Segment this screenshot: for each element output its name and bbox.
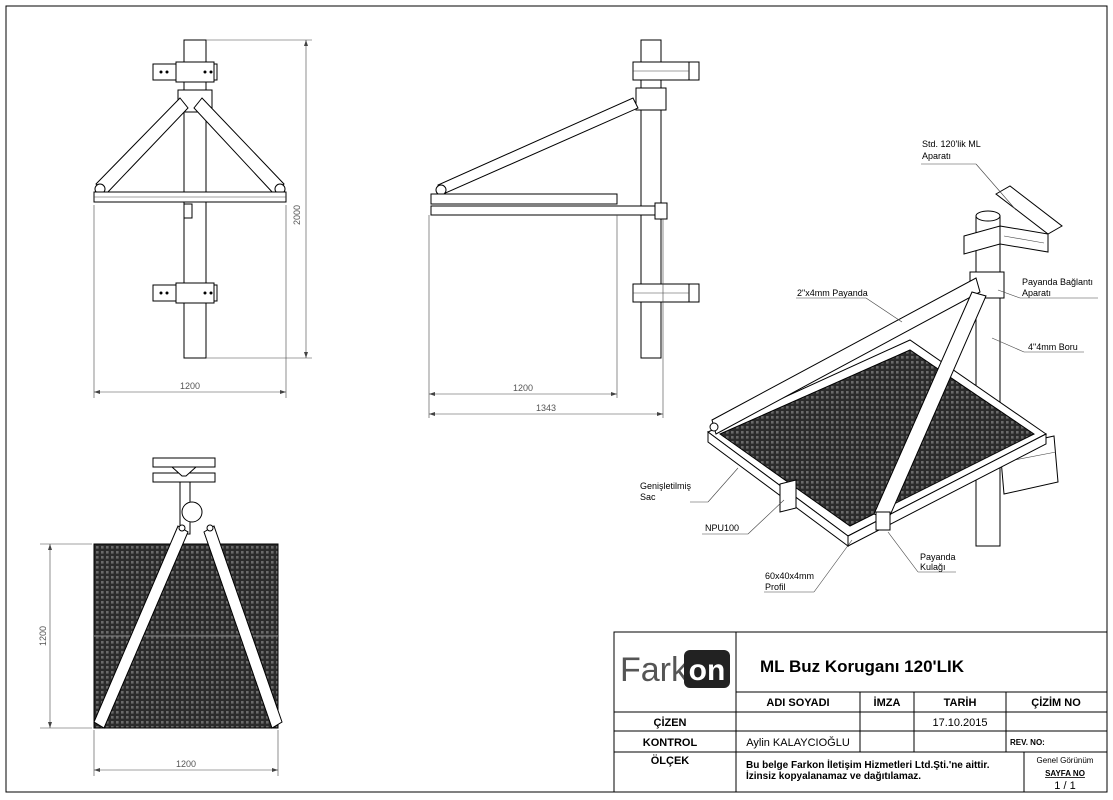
callout-pipe: 4"4mm Boru <box>1028 342 1078 352</box>
drawn-date: 17.10.2015 <box>932 717 987 729</box>
title-block: Fark on ML Buz Koruganı 120'LIK ADI SOYA… <box>613 631 1108 793</box>
side-view: 1200 1343 <box>428 39 700 418</box>
brand-logo-badge-text: on <box>689 654 726 687</box>
iso-pipe <box>975 215 1001 547</box>
callout-sheet-line2: Sac <box>640 492 656 502</box>
row-control-label: KONTROL <box>643 737 698 749</box>
drawing-title: ML Buz Koruganı 120'LIK <box>760 657 965 676</box>
sheet-border <box>5 5 1108 793</box>
top-view: 1200 1200 <box>38 457 283 776</box>
isometric-view: Std. 120'lik ML Aparatı Payanda Bağlantı… <box>640 139 1098 593</box>
side-mast <box>640 39 662 359</box>
col-drawing-no-header: ÇİZİM NO <box>1031 696 1081 709</box>
side-brace-clamp <box>635 87 667 111</box>
rev-label: REV. NO: <box>1010 738 1045 747</box>
side-platform <box>430 193 618 205</box>
callout-profile-line2: Profil <box>765 582 786 592</box>
iso-grating <box>718 349 1035 527</box>
page-label: SAYFA NO <box>1045 769 1085 778</box>
callout-profile-line1: 60x40x4mm <box>765 571 814 581</box>
front-right-brace <box>193 97 285 195</box>
front-height-dim: 2000 <box>292 205 302 225</box>
callout-brace: 2"x4mm Payanda <box>797 288 868 298</box>
front-width-dim: 1200 <box>180 381 200 391</box>
row-scale-label: ÖLÇEK <box>651 754 690 767</box>
col-name-header: ADI SOYADI <box>766 697 829 709</box>
callout-brace-clamp-line2: Aparatı <box>1022 288 1051 298</box>
view-name: Genel Görünüm <box>1037 756 1094 765</box>
page-value: 1 / 1 <box>1054 780 1075 792</box>
top-width-dim: 1200 <box>176 759 196 769</box>
callout-ml-bracket-line1: Std. 120'lik ML <box>922 139 981 149</box>
notice-line-1: Bu belge Farkon İletişim Hizmetleri Ltd.… <box>746 758 990 771</box>
control-name: Aylin KALAYCIOĞLU <box>746 736 850 749</box>
notice-line-2: İzinsiz kopyalanamaz ve dağıtılamaz. <box>746 769 921 782</box>
callout-brace-clamp-line1: Payanda Bağlantı <box>1022 277 1093 287</box>
col-date-header: TARİH <box>944 696 977 709</box>
callout-npu: NPU100 <box>705 523 739 533</box>
callout-sheet-line1: Genişletilmiş <box>640 481 692 491</box>
brand-logo-text: Fark <box>620 651 689 689</box>
top-height-dim: 1200 <box>38 626 48 646</box>
row-drawn-label: ÇİZEN <box>654 716 687 729</box>
callout-ear-line1: Payanda <box>920 552 956 562</box>
front-view: 1200 2000 <box>93 39 312 398</box>
side-outer-width-dim: 1343 <box>536 403 556 413</box>
callout-ear-line2: Kulağı <box>920 562 946 572</box>
top-pipe <box>181 501 203 523</box>
side-inner-width-dim: 1200 <box>513 383 533 393</box>
front-left-brace <box>95 97 189 195</box>
callout-ml-bracket-line2: Aparatı <box>922 151 951 161</box>
brand-logo-badge <box>684 650 730 688</box>
side-brace <box>437 97 639 196</box>
top-bracket-plate <box>152 457 216 468</box>
iso-upper-ml-bracket <box>995 185 1063 235</box>
col-sign-header: İMZA <box>874 696 901 709</box>
